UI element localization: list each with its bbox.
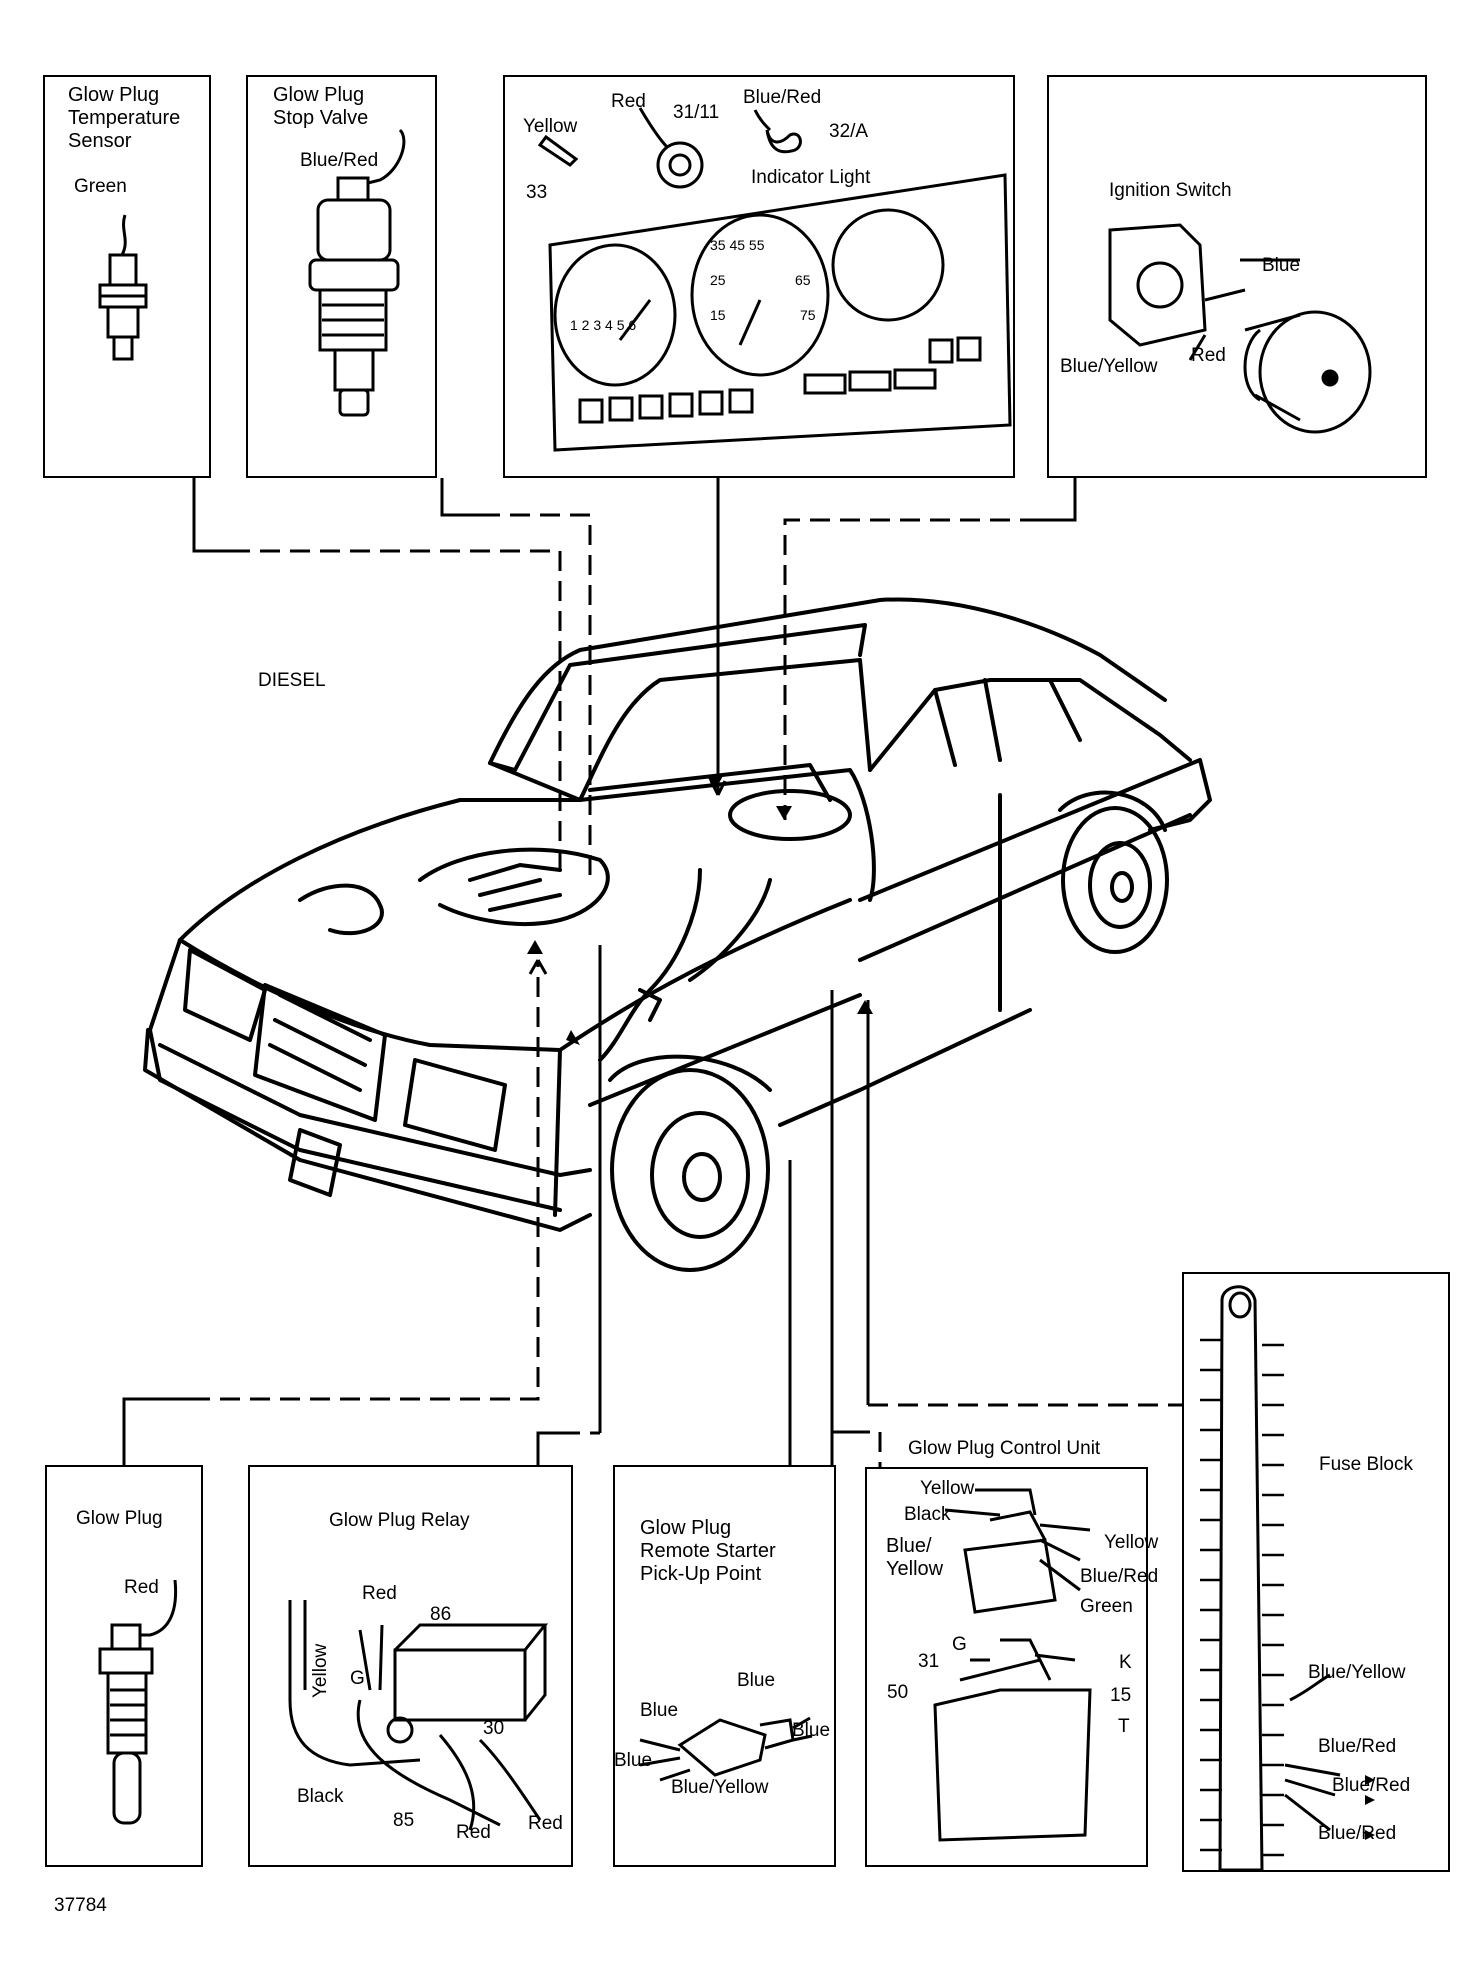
remote-blue-left: Blue (640, 1700, 679, 1721)
fuse-bluered-1: Blue/Red (1318, 1736, 1397, 1757)
relay-red-top: Red (362, 1583, 397, 1604)
fuse-bluered-3: Blue/Red (1318, 1823, 1397, 1844)
figure-number: 37784 (54, 1895, 107, 1916)
relay-86: 86 (430, 1604, 452, 1625)
relay-yellow: Yellow (310, 1643, 331, 1698)
svg-text:15: 15 (710, 307, 726, 323)
control-unit-box (865, 1467, 1148, 1867)
relay-red-1: Red (456, 1822, 491, 1843)
relay-g: G (350, 1668, 365, 1689)
svg-text:25: 25 (710, 272, 726, 288)
stop-valve-wire: Blue/Red (300, 150, 379, 171)
remote-blueyellow: Blue/Yellow (671, 1777, 769, 1798)
instrument-cluster-box (503, 75, 1015, 478)
indicator-31-11: 31/11 (673, 102, 720, 123)
remote-starter-title: Glow Plug Remote Starter Pick-Up Point (640, 1517, 776, 1585)
control-unit-title: Glow Plug Control Unit (908, 1438, 1101, 1459)
fuse-blueyellow: Blue/Yellow (1308, 1662, 1406, 1683)
control-bluered: Blue/Red (1080, 1566, 1159, 1587)
control-black: Black (904, 1504, 951, 1525)
ignition-red: Red (1191, 345, 1226, 366)
indicator-33: 33 (526, 182, 548, 203)
diesel-label: DIESEL (258, 670, 326, 691)
control-yellow: Yellow (920, 1478, 975, 1499)
svg-text:65: 65 (795, 272, 811, 288)
remote-blue-right: Blue (792, 1720, 831, 1741)
control-yellow-right: Yellow (1104, 1532, 1159, 1553)
relay-30: 30 (483, 1718, 505, 1739)
relay-85: 85 (393, 1810, 415, 1831)
indicator-bluered: Blue/Red (743, 87, 822, 108)
ignition-switch-title: Ignition Switch (1109, 180, 1232, 201)
temp-sensor-title: Glow Plug Temperature Sensor (68, 84, 181, 152)
fuse-block-title: Fuse Block (1319, 1454, 1413, 1475)
indicator-32-a: 32/A (829, 121, 869, 142)
control-k: K (1119, 1652, 1132, 1673)
remote-blue-low: Blue (614, 1750, 653, 1771)
svg-text:75: 75 (800, 307, 816, 323)
relay-black: Black (297, 1786, 344, 1807)
control-green: Green (1080, 1596, 1133, 1617)
control-g: G (952, 1634, 967, 1655)
control-blueyellow: Blue/ Yellow (886, 1535, 944, 1580)
ignition-blueyellow: Blue/Yellow (1060, 356, 1158, 377)
svg-text:35 45 55: 35 45 55 (710, 237, 765, 253)
stop-valve-title: Glow Plug Stop Valve (273, 84, 369, 129)
fuse-bluered-2: Blue/Red (1332, 1775, 1411, 1796)
indicator-yellow: Yellow (523, 116, 578, 137)
indicator-red: Red (611, 91, 646, 112)
glow-plug-wire: Red (124, 1577, 159, 1598)
ignition-blue: Blue (1262, 255, 1301, 276)
relay-red-2: Red (528, 1813, 563, 1834)
control-15: 15 (1110, 1685, 1132, 1706)
glow-plug-title: Glow Plug (76, 1508, 163, 1529)
tach-digits: 1 2 3 4 5 6 (570, 317, 636, 333)
remote-blue-top: Blue (737, 1670, 776, 1691)
relay-title: Glow Plug Relay (329, 1510, 470, 1531)
control-31: 31 (918, 1651, 940, 1672)
temp-sensor-wire: Green (74, 176, 127, 197)
remote-starter-box (613, 1465, 836, 1867)
control-t: T (1118, 1716, 1130, 1737)
indicator-light-title: Indicator Light (751, 167, 871, 188)
control-50: 50 (887, 1682, 909, 1703)
